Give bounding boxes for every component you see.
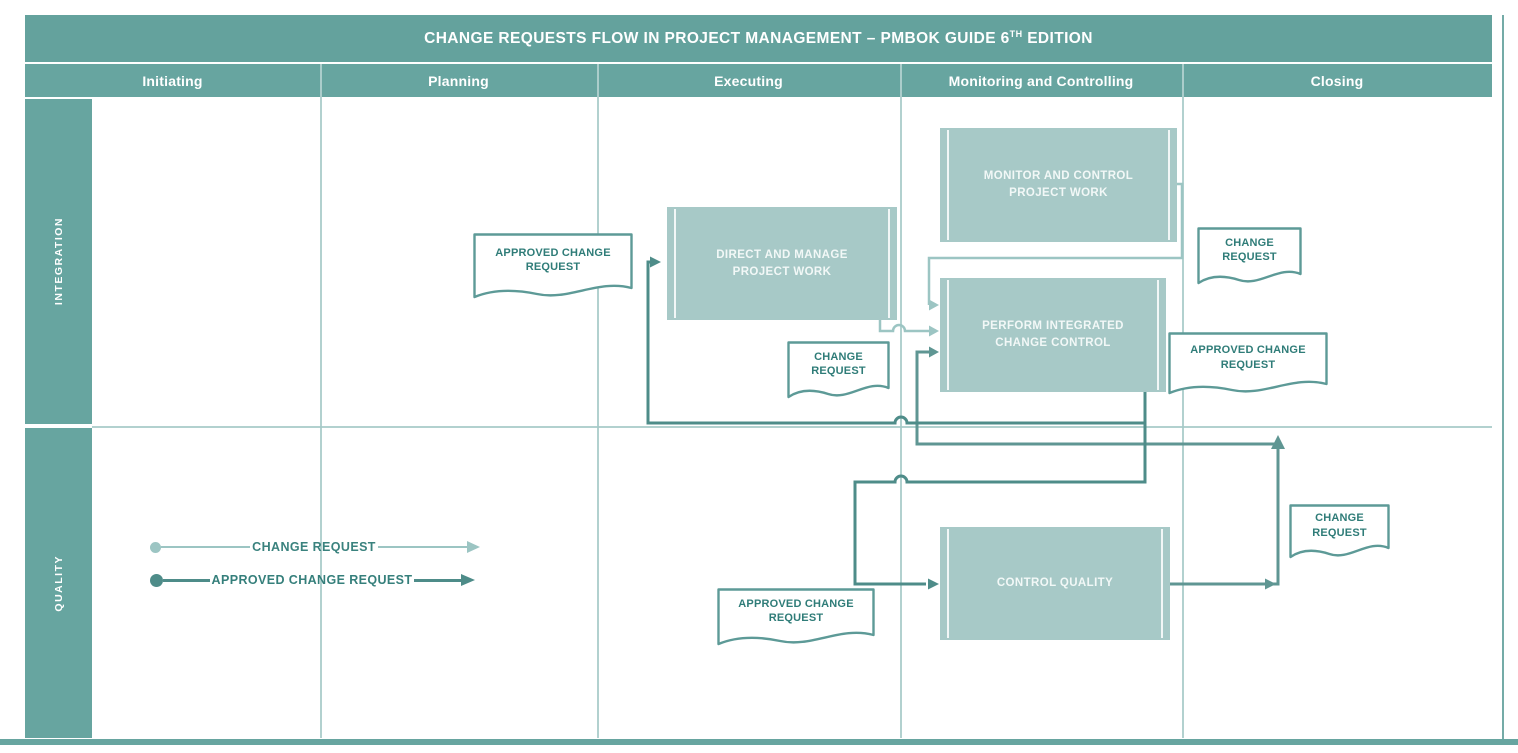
lane-divider-planning-executing bbox=[597, 97, 599, 738]
row-label-integration: INTEGRATION bbox=[25, 99, 92, 424]
column-header-initiating: Initiating bbox=[25, 64, 320, 97]
document-change-request-closing-quality: CHANGE REQUEST bbox=[1289, 504, 1390, 559]
legend-line bbox=[161, 545, 251, 549]
legend-line bbox=[163, 578, 210, 582]
lane-divider-integration-quality bbox=[92, 426, 1492, 428]
header-separator bbox=[320, 64, 322, 97]
page-title: CHANGE REQUESTS FLOW IN PROJECT MANAGEME… bbox=[424, 28, 1093, 47]
lane-divider-initiating-planning bbox=[320, 97, 322, 738]
node-monitor-and-control-project-work: MONITOR AND CONTROL PROJECT WORK bbox=[940, 128, 1177, 242]
legend-approved-change-request: APPROVED CHANGE REQUEST bbox=[150, 573, 475, 587]
header-separator bbox=[900, 64, 902, 97]
arrowhead-into-picc-middle bbox=[929, 325, 939, 337]
grid-bottom-band bbox=[0, 739, 1518, 745]
legend-dot-change-request bbox=[150, 541, 161, 553]
legend-arrow-approved-change-request bbox=[461, 574, 475, 586]
document-change-request-closing-top: CHANGE REQUEST bbox=[1197, 227, 1302, 285]
legend-arrow-change-request bbox=[467, 541, 481, 553]
arrowhead-up-at-lane-boundary bbox=[1271, 435, 1285, 449]
lane-divider-monitoring-closing bbox=[1182, 97, 1184, 738]
document-shape bbox=[1197, 227, 1302, 285]
document-approved-change-request-quality: APPROVED CHANGE REQUEST bbox=[717, 588, 875, 646]
document-shape bbox=[473, 233, 633, 299]
arrowhead-into-picc-top bbox=[929, 299, 939, 311]
node-control-quality: CONTROL QUALITY bbox=[940, 527, 1170, 640]
column-header-monitoring-and-controlling: Monitoring and Controlling bbox=[900, 64, 1182, 97]
legend-change-request: CHANGE REQUEST bbox=[150, 540, 481, 554]
legend-dot-approved-change-request bbox=[150, 573, 163, 587]
legend-line bbox=[414, 578, 461, 582]
header-separator bbox=[1182, 64, 1184, 97]
node-direct-and-manage-project-work: DIRECT AND MANAGE PROJECT WORK bbox=[667, 207, 897, 320]
document-approved-change-request-closing: APPROVED CHANGE REQUEST bbox=[1168, 332, 1328, 395]
column-header-executing: Executing bbox=[597, 64, 900, 97]
legend-line bbox=[377, 545, 468, 549]
title-bar: CHANGE REQUESTS FLOW IN PROJECT MANAGEME… bbox=[25, 15, 1492, 62]
document-shape bbox=[1289, 504, 1390, 559]
arrowhead-into-cq bbox=[928, 578, 939, 590]
node-perform-integrated-change-control: PERFORM INTEGRATED CHANGE CONTROL bbox=[940, 278, 1166, 392]
grid-right-border bbox=[1502, 15, 1504, 745]
document-approved-change-request-planning: APPROVED CHANGE REQUEST bbox=[473, 233, 633, 299]
column-header-closing: Closing bbox=[1182, 64, 1492, 97]
row-label-quality: QUALITY bbox=[25, 428, 92, 738]
document-shape bbox=[717, 588, 875, 646]
header-separator bbox=[597, 64, 599, 97]
column-header-planning: Planning bbox=[320, 64, 597, 97]
title-superscript: TH bbox=[1009, 28, 1023, 39]
lane-divider-executing-monitoring bbox=[900, 97, 902, 738]
arrowhead-into-picc-lower bbox=[929, 346, 939, 358]
document-change-request-executing: CHANGE REQUEST bbox=[787, 341, 890, 399]
arrowhead-into-dm bbox=[650, 256, 661, 268]
arrowhead-right-cq-output bbox=[1265, 578, 1276, 590]
